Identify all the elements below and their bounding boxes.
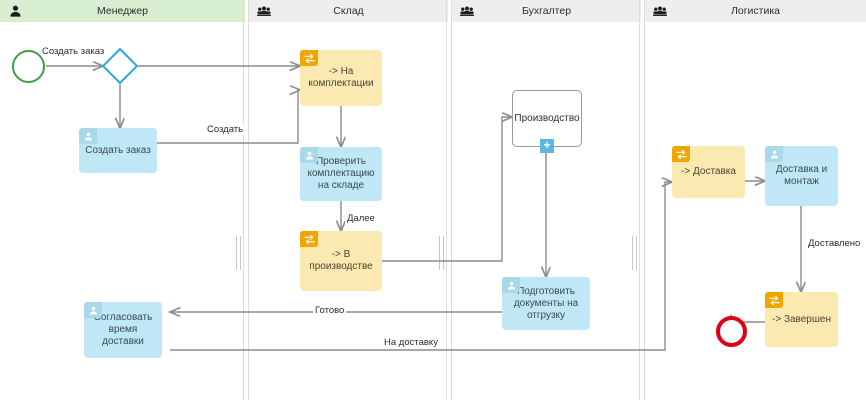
- exchange-icon: [300, 50, 318, 66]
- single-person-icon: [8, 5, 22, 17]
- task-to-picking[interactable]: -> На комплектации: [300, 50, 382, 106]
- task-label: Доставка и монтаж: [775, 164, 828, 187]
- exchange-icon: [672, 146, 690, 162]
- lane-label-warehouse: Склад: [333, 5, 364, 17]
- lane-label-manager: Менеджер: [97, 5, 148, 17]
- lane-accountant[interactable]: Бухгалтер: [452, 0, 641, 400]
- group-people-icon: [460, 5, 474, 17]
- edge-label-ready: Готово: [313, 305, 347, 316]
- lane-label-accountant: Бухгалтер: [521, 5, 572, 17]
- group-people-icon: [653, 5, 667, 17]
- user-icon: [84, 302, 102, 318]
- task-label: Создать заказ: [85, 144, 151, 156]
- lane-header-warehouse[interactable]: Склад: [249, 0, 448, 22]
- task-label: Подготовить документы на отгрузку: [513, 285, 579, 321]
- lane-header-accountant[interactable]: Бухгалтер: [452, 0, 641, 22]
- subprocess-production[interactable]: Производство +: [512, 90, 582, 153]
- task-prepare-documents[interactable]: Подготовить документы на отгрузку: [502, 277, 590, 330]
- task-label: -> На комплектации: [308, 66, 374, 89]
- task-delivery-and-installation[interactable]: Доставка и монтаж: [765, 146, 838, 206]
- lane-divider-2a: [446, 0, 447, 400]
- user-icon: [502, 277, 520, 293]
- task-agree-delivery-time[interactable]: Согласовать время доставки: [84, 302, 162, 358]
- lane-resize-handle-1[interactable]: [236, 236, 241, 270]
- lane-divider-3b: [644, 0, 645, 400]
- task-label: -> В производстве: [309, 249, 373, 272]
- task-label: -> Завершен: [772, 313, 831, 325]
- lane-header-logistics[interactable]: Логистика: [645, 0, 866, 22]
- lane-divider-1b: [248, 0, 249, 400]
- task-to-delivery[interactable]: -> Доставка: [672, 146, 745, 198]
- task-create-order[interactable]: Создать заказ: [79, 128, 157, 173]
- group-people-icon: [257, 5, 271, 17]
- edge-label-to-shipping: На доставку: [382, 337, 440, 348]
- exchange-icon: [300, 231, 318, 247]
- lane-divider-3a: [639, 0, 640, 400]
- lane-resize-handle-2[interactable]: [439, 236, 444, 270]
- lane-divider-2b: [451, 0, 452, 400]
- edge-label-delivered: Доставлено: [806, 238, 863, 249]
- task-label: Проверить комплектацию на складе: [307, 156, 375, 191]
- lane-label-logistics: Логистика: [730, 5, 780, 17]
- edge-label-create: Создать: [205, 124, 246, 135]
- task-label: -> Доставка: [681, 166, 736, 177]
- plus-icon[interactable]: +: [540, 139, 554, 153]
- user-icon: [79, 128, 97, 144]
- edge-label-next: Далее: [345, 213, 377, 224]
- task-check-picking[interactable]: Проверить комплектацию на складе: [300, 147, 382, 201]
- lane-divider-1a: [243, 0, 244, 400]
- task-in-production[interactable]: -> В производстве: [300, 231, 382, 291]
- exchange-icon: [765, 292, 783, 308]
- task-label: Согласовать время доставки: [93, 312, 153, 347]
- task-completed[interactable]: -> Завершен: [765, 292, 838, 347]
- user-icon: [300, 147, 318, 163]
- user-icon: [765, 146, 783, 162]
- lane-body-accountant[interactable]: [452, 22, 641, 400]
- edge-label-start-to-gateway: Создать заказ: [40, 46, 107, 57]
- subprocess-label: Производство: [514, 112, 580, 124]
- start-event[interactable]: [12, 50, 45, 83]
- lane-header-manager[interactable]: Менеджер: [0, 0, 245, 22]
- end-event[interactable]: [716, 316, 747, 347]
- lane-resize-handle-3[interactable]: [632, 236, 637, 270]
